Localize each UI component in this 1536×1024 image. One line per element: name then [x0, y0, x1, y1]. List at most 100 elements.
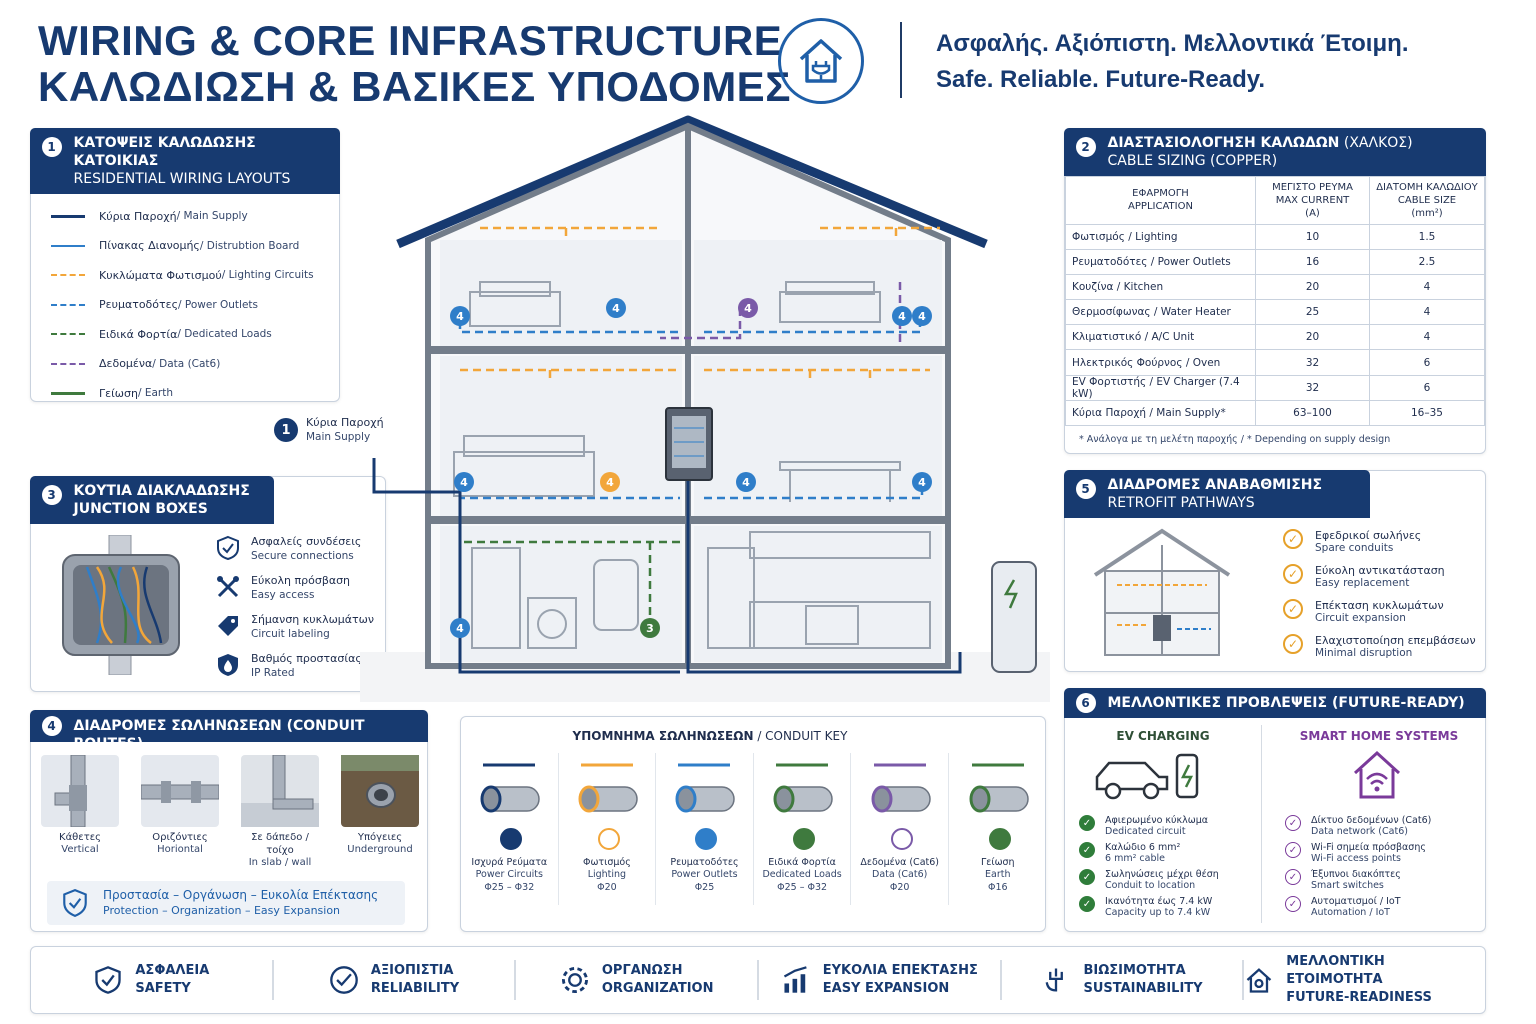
footer-label: ΑΞΙΟΠΙΣΤΙΑ — [370, 963, 454, 978]
conduit-key-size: Φ20 — [889, 882, 910, 893]
house-plug-icon — [799, 39, 843, 83]
header-divider — [900, 22, 902, 98]
route-horizontal: Οριζόντιες Horiontal — [137, 755, 223, 868]
circuit-badge: 4 — [912, 306, 932, 326]
future-label: Ικανότητα έως 7.4 kW — [1105, 896, 1213, 907]
junction-title-el: ΚΟΥΤΙΑ ΔΙΑΚΛΑΔΩΣΗΣ — [73, 482, 250, 499]
retrofit-panel: 5 ΔΙΑΔΡΟΜΕΣ ΑΝΑΒΑΘΜΙΣΗΣ RETROFIT PATHWAY… — [1063, 469, 1486, 672]
conduit-key-label-en: Power Outlets — [671, 869, 738, 880]
circuit-badge-number: 4 — [612, 302, 620, 315]
cell-current: 16 — [1255, 248, 1370, 275]
check-circle-icon: ✓ — [1285, 896, 1301, 912]
conduit-pipe-icon — [871, 763, 931, 850]
future-label: Wi-Fi σημεία πρόσβασης — [1311, 842, 1426, 853]
junction-header: 3 ΚΟΥΤΙΑ ΔΙΑΚΛΑΔΩΣΗΣ JUNCTION BOXES — [29, 475, 274, 524]
circuit-badge: 4 — [606, 298, 626, 318]
conduit-key-label-en: Power Circuits — [475, 869, 543, 880]
title-en: WIRING & CORE INFRASTRUCTURE — [38, 17, 783, 64]
circuit-badge-number: 4 — [918, 310, 926, 323]
footer-label-en: FUTURE-READINESS — [1286, 990, 1432, 1005]
legend-label: Γείωση — [99, 386, 138, 400]
section-number: 3 — [41, 484, 62, 505]
junction-title-en: JUNCTION BOXES — [73, 500, 208, 517]
conduit-routes-header: 4 ΔΙΑΔΡΟΜΕΣ ΣΩΛΗΝΩΣΕΩΝ (CONDUIT ROUTES) — [29, 709, 428, 752]
route-underground: Υπόγειες Underground — [337, 755, 423, 868]
feature-label: Σήμανση κυκλωμάτων — [251, 613, 375, 626]
cell-size: 1.5 — [1369, 223, 1485, 250]
legend-lighting: Κυκλώματα Φωτισμού / Lighting Circuits — [31, 261, 339, 291]
legend-data: Δεδομένα / Data (Cat6) — [31, 349, 339, 379]
sizing-title-el2: (ΧΑΛΚΟΣ) — [1339, 134, 1413, 151]
shield-check-icon — [63, 888, 87, 918]
tagline-en: Safe. Reliable. Future-Ready. — [936, 66, 1265, 93]
legend-label-en: / Earth — [137, 387, 173, 400]
retrofit-header: 5 ΔΙΑΔΡΟΜΕΣ ΑΝΑΒΑΘΜΙΣΗΣ RETROFIT PATHWAY… — [1063, 469, 1370, 518]
check-circle-icon: ✓ — [1285, 815, 1301, 831]
ev-charging-title: EV CHARGING — [1116, 729, 1210, 743]
retrofit-label-en: Easy replacement — [1315, 577, 1410, 589]
section-number: 6 — [1075, 692, 1096, 713]
col-label: ΜΕΓΙΣΤΟ ΡΕΥΜΑ — [1272, 181, 1353, 193]
layouts-header: 1 ΚΑΤΟΨΕΙΣ ΚΑΛΩΔΩΣΗΣ ΚΑΤΟΙΚΙΑΣ RESIDENTI… — [29, 127, 340, 194]
conduit-routes-panel: 4 ΔΙΑΔΡΟΜΕΣ ΣΩΛΗΝΩΣΕΩΝ (CONDUIT ROUTES) … — [29, 709, 428, 932]
cell-size: 6 — [1369, 349, 1485, 376]
future-label-en: Data network (Cat6) — [1311, 826, 1408, 837]
conduit-key-label: Ειδικά Φορτία — [768, 857, 836, 868]
col-label-en: APPLICATION — [1128, 201, 1193, 212]
retrofit-label-en: Minimal disruption — [1315, 647, 1413, 659]
conduit-key-label: Φωτισμός — [582, 857, 631, 868]
circuit-badge-number: 4 — [898, 310, 906, 323]
circuit-badge-number: 4 — [460, 476, 468, 489]
cell-application: Ρευματοδότες / Power Outlets — [1065, 248, 1256, 275]
col-label: ΕΦΑΡΜΟΓΗ — [1132, 188, 1189, 199]
route-label: Κάθετες — [59, 832, 101, 843]
future-item: ✓Δίκτυο δεδομένων (Cat6)Data network (Ca… — [1285, 815, 1487, 842]
junction-panel: 3 ΚΟΥΤΙΑ ΔΙΑΚΛΑΔΩΣΗΣ JUNCTION BOXES Ασφα… — [29, 475, 386, 692]
legend-label: Κυκλώματα Φωτισμού — [99, 268, 222, 282]
legend-outlets: Ρευματοδότες / Power Outlets — [31, 290, 339, 320]
feature-label: Ασφαλείς συνδέσεις — [251, 535, 362, 548]
circuit-badge-number: 4 — [742, 476, 750, 489]
conduit-key-panel: ΥΠΟΜΝΗΜΑ ΣΩΛΗΝΩΣΕΩΝ / CONDUIT KEY Ισχυρά… — [460, 716, 1046, 932]
legend-label: Δεδομένα — [99, 357, 153, 371]
check-circle-icon: ✓ — [1079, 815, 1095, 831]
check-circle-icon: ✓ — [1283, 564, 1303, 584]
smart-home-title: SMART HOME SYSTEMS — [1299, 729, 1459, 743]
legend-label: Πίνακας Διανομής — [99, 239, 200, 253]
page-title: WIRING & CORE INFRASTRUCTURE ΚΑΛΩΔΙΩΣΗ &… — [38, 18, 791, 110]
check-circle-icon: ✓ — [1079, 869, 1095, 885]
circuit-badge: 4 — [600, 472, 620, 492]
cell-current: 63–100 — [1255, 399, 1370, 427]
smart-list: ✓Δίκτυο δεδομένων (Cat6)Data network (Ca… — [1271, 815, 1487, 923]
check-circle-icon: ✓ — [1285, 842, 1301, 858]
legend-label-en: / Dedicated Loads — [177, 328, 272, 341]
circuit-badge: 3 — [640, 618, 660, 638]
conduit-pipe-icon — [480, 763, 541, 850]
tagline: Ασφαλής. Αξιόπιστη. Μελλοντικά Έτοιμη. S… — [936, 26, 1409, 98]
